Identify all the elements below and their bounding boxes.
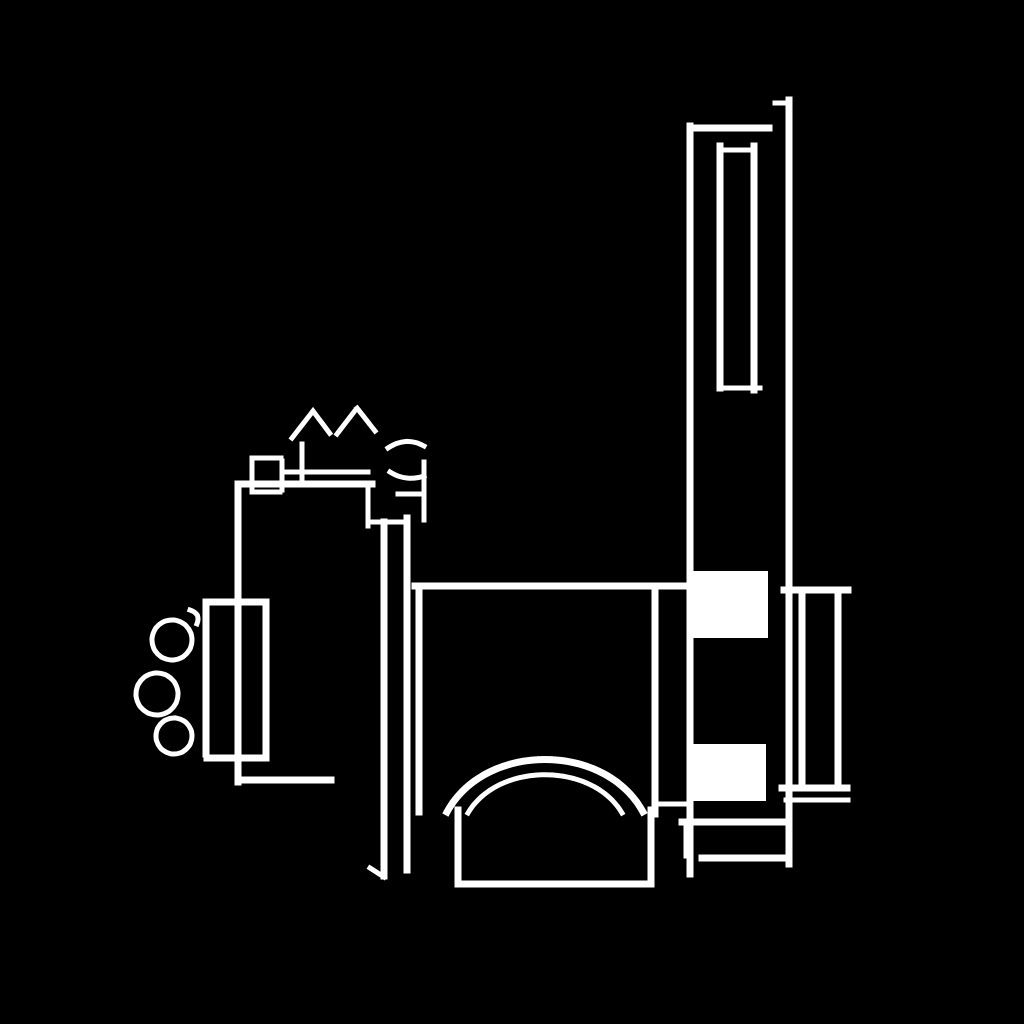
- handle-scribbles: [133, 606, 201, 757]
- top-fitting-scribbles: [249, 403, 428, 523]
- inner-tube: [716, 142, 763, 394]
- mounting-slat: [366, 514, 411, 881]
- coupling-band-lower: [687, 744, 766, 801]
- pump-housing: [411, 582, 691, 818]
- base-box: [454, 806, 655, 888]
- motor-block: [234, 480, 376, 786]
- coupling-band-upper: [687, 571, 768, 638]
- side-bracket: [778, 586, 856, 803]
- dome-arch: [442, 756, 648, 817]
- side-attachment: [202, 598, 270, 762]
